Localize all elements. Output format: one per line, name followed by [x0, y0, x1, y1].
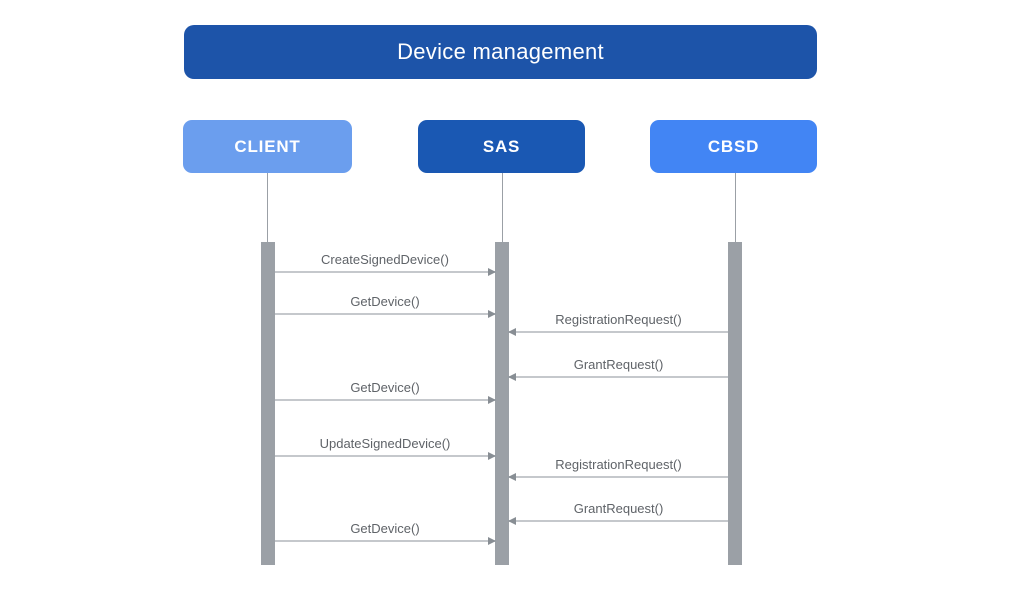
message-line: [509, 331, 728, 333]
message-line: [275, 540, 495, 542]
message-line: [509, 376, 728, 378]
message-line: [275, 455, 495, 457]
message-line: [509, 476, 728, 478]
diagram-title: Device management: [184, 25, 817, 79]
actor-box-sas: SAS: [418, 120, 585, 173]
lifeline-sas: [501, 173, 503, 242]
arrow-right-icon: [488, 451, 496, 460]
message-line: [509, 520, 728, 522]
activation-bar-client: [261, 242, 275, 565]
message-label: UpdateSignedDevice(): [319, 436, 451, 451]
arrow-left-icon: [508, 516, 516, 525]
arrow-right-icon: [488, 536, 496, 545]
message-line: [275, 399, 495, 401]
arrow-right-icon: [488, 309, 496, 318]
message-label: GetDevice(): [350, 380, 420, 395]
arrow-left-icon: [508, 327, 516, 336]
message-label: RegistrationRequest(): [555, 312, 682, 327]
lifeline-cbsd: [734, 173, 736, 242]
arrow-right-icon: [488, 267, 496, 276]
message-line: [275, 313, 495, 315]
message-label: GetDevice(): [350, 521, 420, 536]
message-label: GrantRequest(): [573, 357, 664, 372]
lifeline-client: [266, 173, 268, 242]
arrow-right-icon: [488, 395, 496, 404]
activation-bar-cbsd: [728, 242, 742, 565]
message-label: GrantRequest(): [573, 501, 664, 516]
message-line: [275, 271, 495, 273]
arrow-left-icon: [508, 472, 516, 481]
activation-bar-sas: [495, 242, 509, 565]
message-label: GetDevice(): [350, 294, 420, 309]
actor-box-cbsd: CBSD: [650, 120, 817, 173]
message-label: CreateSignedDevice(): [321, 252, 449, 267]
arrow-left-icon: [508, 372, 516, 381]
message-label: RegistrationRequest(): [555, 457, 682, 472]
actor-box-client: CLIENT: [183, 120, 352, 173]
